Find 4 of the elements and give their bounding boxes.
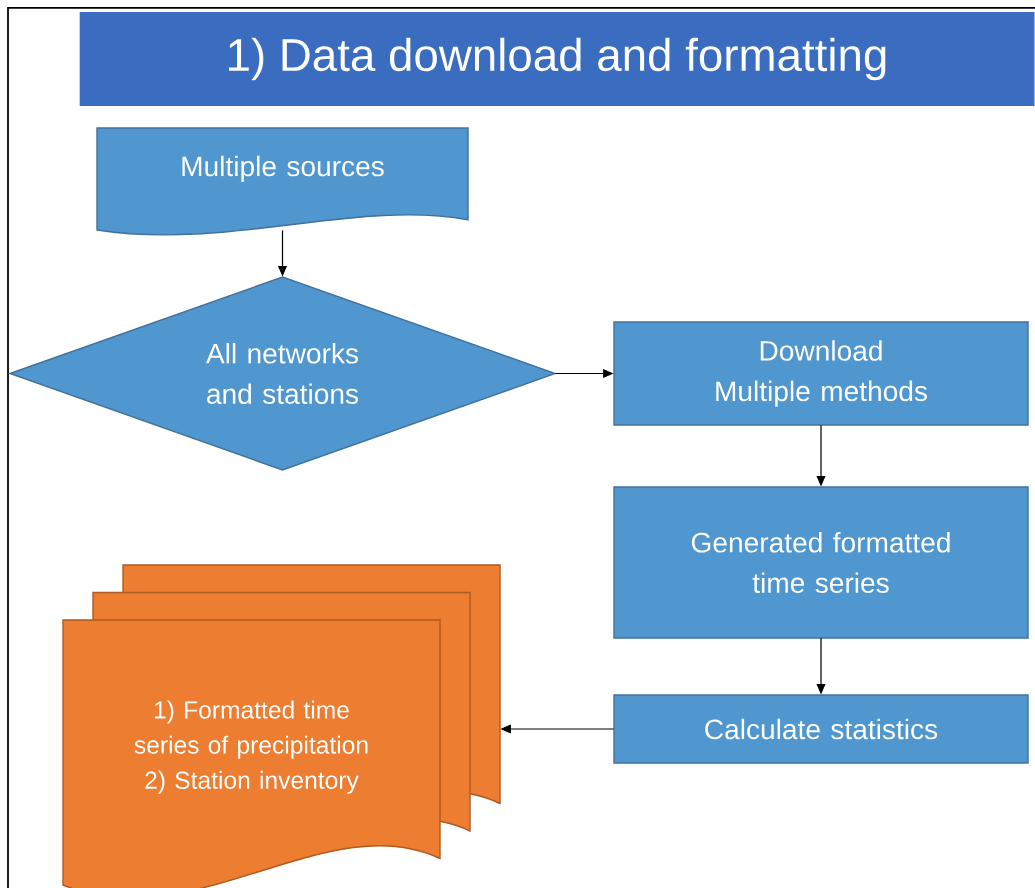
process-box: Generated formatted time series [613,486,1029,639]
process-box: Download Multiple methods [613,321,1029,426]
process-box: Calculate statistics [613,694,1029,764]
title-band: 1) Data download and formatting [79,12,1035,106]
